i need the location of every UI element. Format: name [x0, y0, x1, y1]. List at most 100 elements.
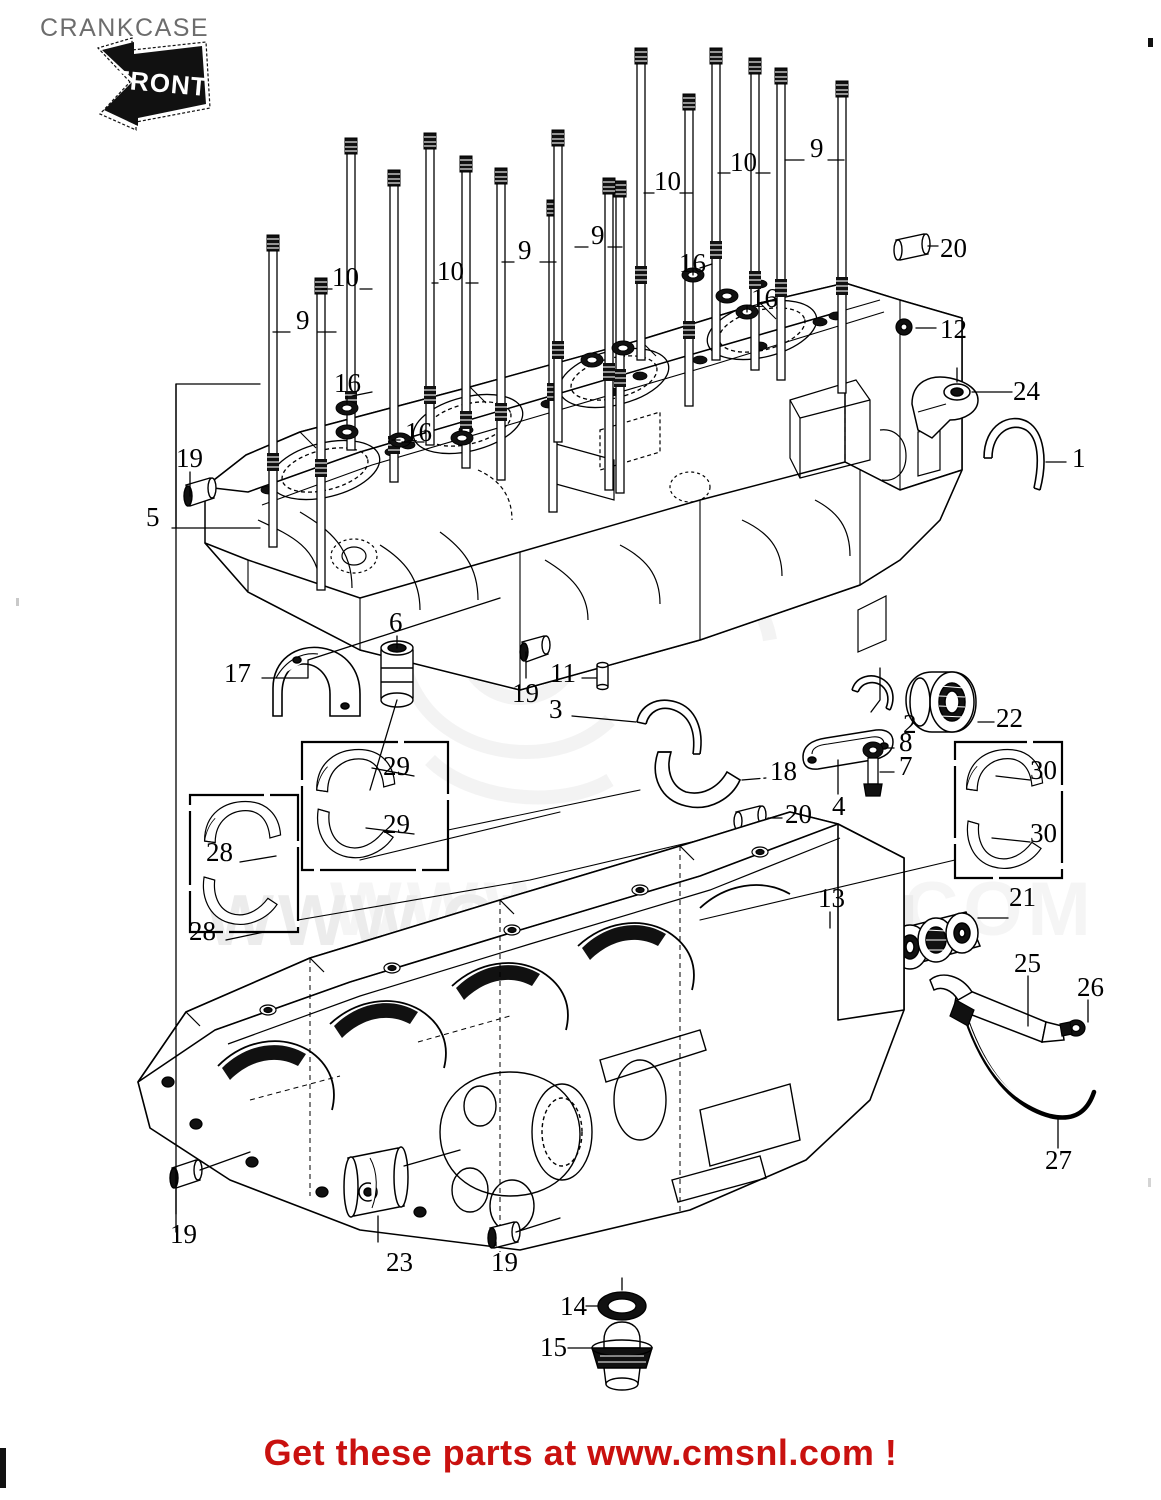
callout-29: 29 [383, 809, 410, 839]
callout-13: 13 [818, 883, 845, 913]
collar-bush-6 [380, 640, 414, 708]
callout-16: 16 [679, 248, 706, 278]
stud-bolt-10 [634, 47, 648, 361]
needle-bearing-22 [905, 671, 977, 733]
registration-mark-right [1148, 1178, 1151, 1187]
stud-bolt-10 [314, 277, 328, 591]
callout-1: 1 [1072, 443, 1086, 473]
callout-9: 9 [518, 235, 532, 265]
callout-12: 12 [940, 314, 967, 344]
stud-bolt-9 [494, 167, 508, 481]
callout-22: 22 [996, 703, 1023, 733]
callout-6: 6 [389, 607, 403, 637]
hose-27-highlight [967, 1021, 1051, 1113]
lifting-lug-24 [911, 376, 979, 439]
callout-16: 16 [405, 417, 432, 447]
stud-bolt-10 [602, 177, 616, 491]
callout-11: 11 [550, 658, 576, 688]
hose-27-end [949, 999, 975, 1027]
bearing-cap-17 [272, 646, 361, 717]
stud-bolt-10 [551, 129, 565, 443]
stud-bolt-10 [423, 132, 437, 446]
drain-plug-15 [591, 1321, 653, 1391]
callout-5: 5 [146, 502, 160, 532]
dowel-pin-19a [183, 477, 217, 507]
pin-20-upper [893, 233, 931, 261]
knock-pin-11 [596, 661, 609, 691]
callout-8: 8 [899, 727, 913, 757]
callout-26: 26 [1077, 972, 1104, 1002]
lower-case-hidden-lines [249, 824, 839, 1252]
inset-box-29 [300, 740, 450, 872]
callout-10: 10 [332, 262, 359, 292]
page-title: CRANKCASE [40, 14, 210, 42]
half-circle-seal-1 [983, 417, 1045, 491]
callout-19: 19 [512, 678, 539, 708]
lower-case-webs [161, 823, 841, 1218]
dowel-pin-19c [169, 1159, 203, 1189]
washer-8 [862, 741, 884, 759]
breather-pipe-25 [929, 974, 1065, 1044]
registration-mark-left [16, 598, 19, 606]
callout-24: 24 [1013, 376, 1040, 406]
inset-box-28 [188, 793, 300, 934]
callout-29: 29 [383, 751, 410, 781]
callout-30: 30 [1030, 755, 1057, 785]
stud-bolt-10 [709, 47, 723, 361]
footer-promo-text: Get these parts at www.cmsnl.com ! [263, 1432, 898, 1473]
callout-28: 28 [206, 837, 233, 867]
registration-mark-bottom-left [0, 1448, 6, 1488]
callout-10: 10 [437, 256, 464, 286]
bolt-7 [863, 757, 883, 797]
oil-pipe-3 [636, 699, 702, 755]
stud-bolt-9 [835, 80, 849, 394]
o-ring-seals [335, 267, 759, 448]
bearing-insert-18 [654, 751, 742, 809]
clamp-26 [1059, 1019, 1086, 1037]
callout-9: 9 [810, 133, 824, 163]
registration-mark-top-right [1148, 38, 1153, 47]
callout-19: 19 [491, 1247, 518, 1277]
stud-bolt-10 [459, 155, 473, 469]
callout-10: 10 [730, 147, 757, 177]
callout-30: 30 [1030, 818, 1057, 848]
stud-bolt-9 [266, 234, 280, 548]
callout-7: 7 [899, 751, 913, 781]
callout-14: 14 [560, 1291, 587, 1321]
plug-12 [895, 318, 913, 336]
callout-28: 28 [189, 916, 216, 946]
callout-23: 23 [386, 1247, 413, 1277]
front-direction-badge: FRONT [88, 36, 213, 131]
callout-19: 19 [176, 443, 203, 473]
cylinder-plug-23 [343, 1146, 409, 1218]
callout-2: 2 [903, 709, 917, 739]
callout-25: 25 [1014, 948, 1041, 978]
callout-3: 3 [549, 694, 563, 724]
callout-10: 10 [654, 166, 681, 196]
callout-9: 9 [591, 220, 605, 250]
callout-4: 4 [832, 791, 846, 821]
stud-bolt-9 [774, 67, 788, 381]
callout-21: 21 [1009, 882, 1036, 912]
callout-18: 18 [770, 756, 797, 786]
callout-16: 16 [751, 283, 778, 313]
callout-9: 9 [296, 305, 310, 335]
lower-case-right-housing [439, 1029, 801, 1233]
dowel-pin-19d [487, 1221, 521, 1249]
stud-bolt-9 [613, 180, 627, 494]
bearing-29-lower [316, 808, 394, 859]
callout-15: 15 [540, 1332, 567, 1362]
callout-20: 20 [940, 233, 967, 263]
inset-box-30 [953, 740, 1064, 880]
oil-pipe-clip-2 [851, 675, 894, 711]
callout-19: 19 [170, 1219, 197, 1249]
callout-27: 27 [1045, 1145, 1072, 1175]
lower-crankcase-body [137, 811, 905, 1251]
callout-17: 17 [224, 658, 251, 688]
stud-bolt-10 [748, 57, 762, 371]
leader-lines [171, 159, 1089, 1349]
callout-20: 20 [785, 799, 812, 829]
drain-plug-gasket-14 [597, 1291, 647, 1321]
